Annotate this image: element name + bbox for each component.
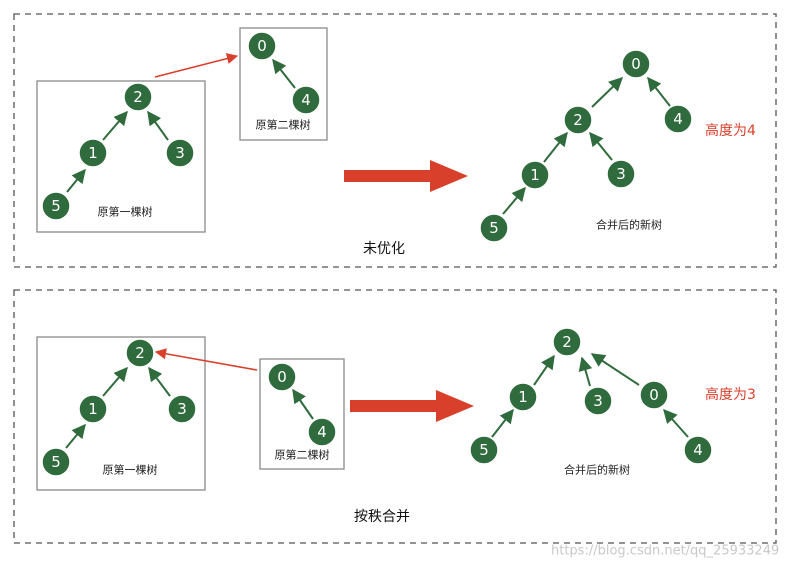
- svg-text:1: 1: [88, 400, 98, 418]
- caption-top: 未优化: [363, 241, 405, 257]
- svg-text:2: 2: [562, 333, 572, 351]
- height-label-bottom: 高度为3: [705, 386, 756, 403]
- svg-text:1: 1: [518, 388, 528, 406]
- node-0: 0: [247, 31, 277, 61]
- svg-text:4: 4: [693, 441, 703, 459]
- watermark: https://blog.csdn.net/qq_25933249: [551, 544, 779, 559]
- node-2: 2: [125, 338, 155, 368]
- svg-text:1: 1: [88, 144, 98, 162]
- second-tree-label: 原第二棵树: [256, 118, 311, 132]
- svg-text:1: 1: [530, 166, 540, 184]
- second-tree-box: [259, 358, 345, 470]
- merged-node-4: 4: [683, 435, 713, 465]
- merged-node-4: 4: [663, 104, 693, 134]
- merged-node-1: 1: [520, 160, 550, 190]
- merged-node-3: 3: [583, 386, 613, 416]
- svg-text:4: 4: [301, 91, 311, 109]
- svg-text:2: 2: [133, 88, 143, 106]
- red-link-arrow: [154, 348, 258, 371]
- svg-text:5: 5: [479, 441, 489, 459]
- merged-node-5: 5: [479, 213, 509, 243]
- first-tree-box: [36, 336, 206, 491]
- first-tree-box: [36, 80, 206, 233]
- edge-3-to-2: [147, 110, 169, 141]
- svg-text:5: 5: [489, 219, 499, 237]
- svg-text:3: 3: [177, 400, 187, 418]
- dashed-frame-top: [13, 13, 777, 268]
- height-label-top: 高度为4: [705, 122, 756, 139]
- merged-node-5: 5: [469, 435, 499, 465]
- node-5: 5: [41, 191, 71, 221]
- svg-text:5: 5: [51, 197, 61, 215]
- merged-node-2: 2: [563, 105, 593, 135]
- edge-5-to-1: [66, 168, 86, 193]
- svg-text:3: 3: [616, 165, 626, 183]
- svg-text:3: 3: [593, 392, 603, 410]
- first-tree-label: 原第一棵树: [103, 463, 158, 477]
- svg-text:2: 2: [573, 111, 583, 129]
- svg-text:4: 4: [317, 423, 327, 441]
- svg-text:0: 0: [277, 368, 287, 386]
- node-3: 3: [165, 138, 195, 168]
- edge-1-to-2: [102, 110, 128, 141]
- svg-text:0: 0: [631, 55, 641, 73]
- merged-node-3: 3: [606, 159, 636, 189]
- first-tree-edges: [65, 366, 171, 449]
- panel-unoptimized: 2 1 3 5 原第一棵树 0 4 原第二棵树 0 2 4 1 3 5 合并后的…: [13, 13, 777, 268]
- node-4: 4: [307, 417, 337, 447]
- merged-node-2: 2: [552, 327, 582, 357]
- first-tree-label: 原第一棵树: [98, 205, 153, 219]
- node-3: 3: [167, 394, 197, 424]
- edge-4-to-0: [272, 58, 296, 89]
- svg-text:3: 3: [175, 144, 185, 162]
- merged-tree-edges-bottom: [491, 353, 689, 438]
- red-link-arrow: [154, 53, 239, 78]
- node-5: 5: [41, 447, 71, 477]
- big-red-arrow-top: [344, 160, 468, 192]
- panel-union-by-rank: 2 1 3 5 原第一棵树 0 4 原第二棵树 2 1 3 0 5 4 合并后的…: [13, 289, 777, 544]
- first-tree-edges: [66, 110, 169, 193]
- node-0: 0: [267, 362, 297, 392]
- node-1: 1: [78, 138, 108, 168]
- svg-text:0: 0: [649, 386, 659, 404]
- caption-bottom: 按秩合并: [354, 509, 410, 525]
- node-1: 1: [78, 394, 108, 424]
- node-4: 4: [291, 85, 321, 115]
- svg-text:0: 0: [257, 37, 267, 55]
- merged-node-0: 0: [639, 380, 669, 410]
- svg-text:2: 2: [135, 344, 145, 362]
- second-tree-label: 原第二棵树: [275, 448, 330, 462]
- merged-node-1: 1: [508, 382, 538, 412]
- merged-tree-label: 合并后的新树: [596, 218, 662, 232]
- dashed-frame-bottom: [13, 289, 777, 544]
- second-tree-box: [239, 27, 328, 141]
- svg-text:4: 4: [673, 110, 683, 128]
- merged-tree-edges-top: [502, 76, 671, 215]
- merged-node-0: 0: [621, 49, 651, 79]
- node-2: 2: [123, 82, 153, 112]
- merged-tree-label: 合并后的新树: [564, 463, 630, 477]
- big-red-arrow-bottom: [350, 390, 474, 422]
- svg-text:5: 5: [51, 453, 61, 471]
